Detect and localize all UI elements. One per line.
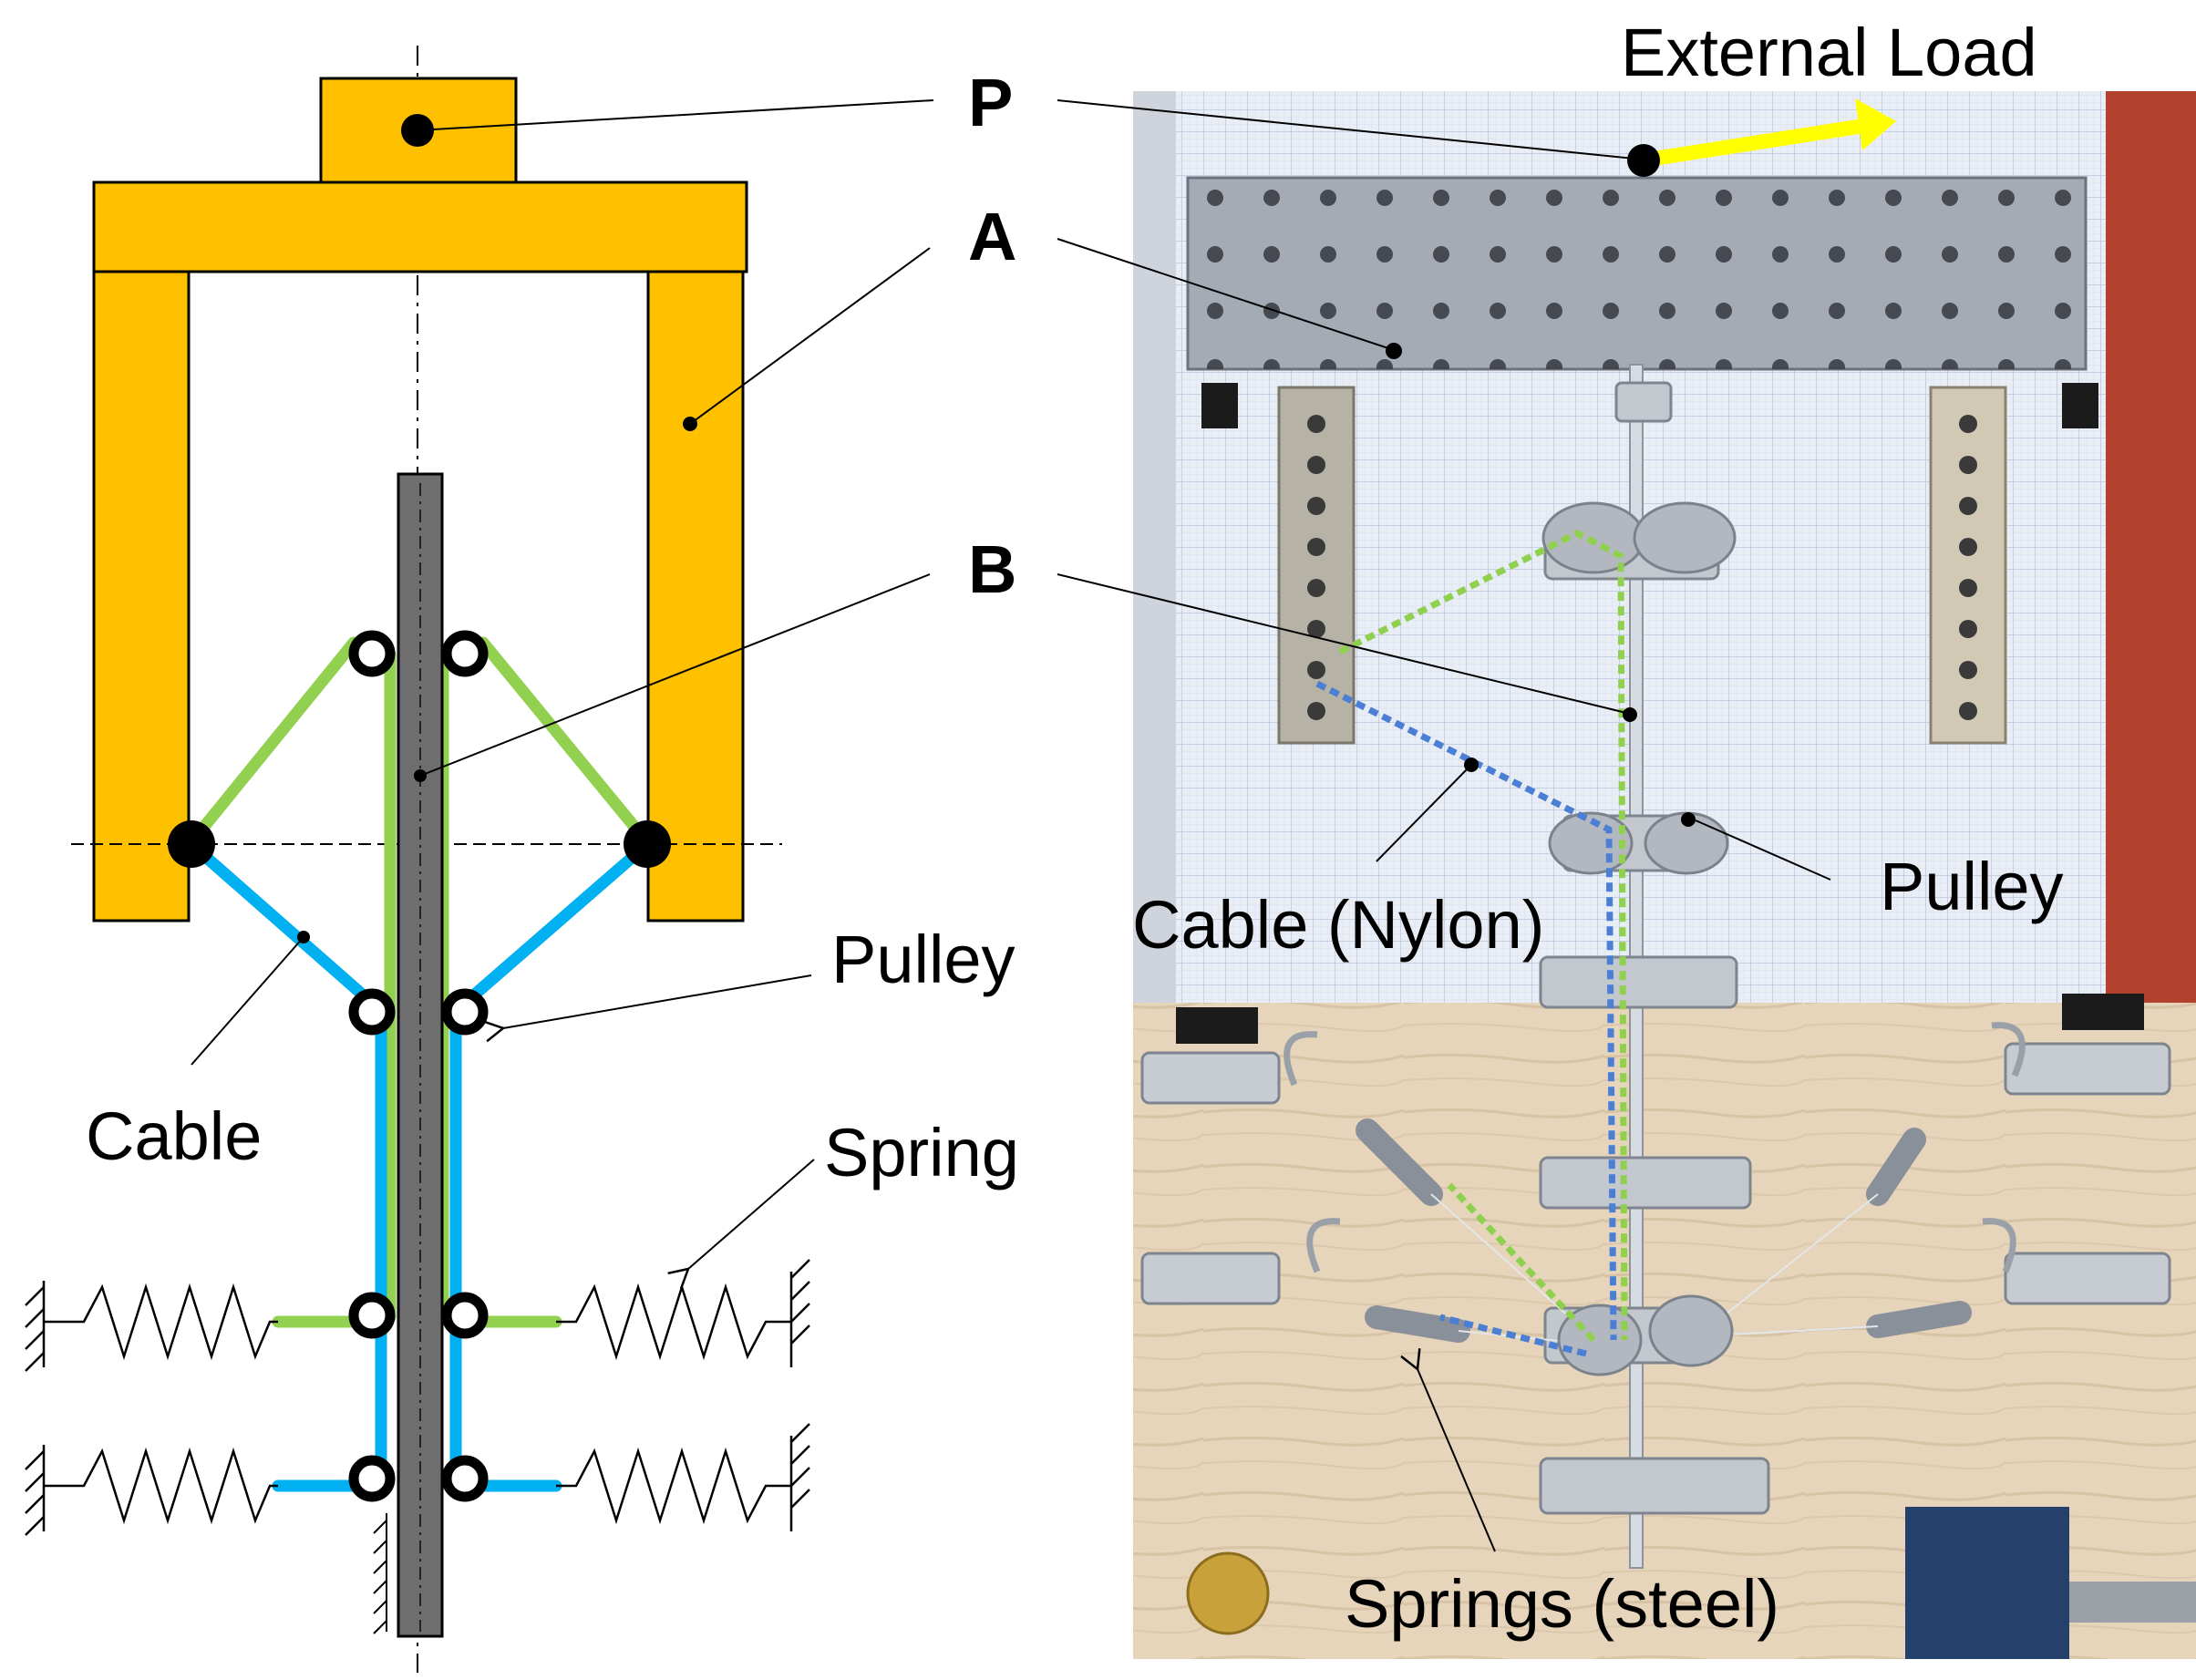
spring-icon bbox=[556, 1283, 791, 1361]
label-p: P bbox=[968, 65, 1013, 140]
left-strip bbox=[1277, 386, 1356, 745]
photo-panel bbox=[1133, 91, 2196, 1659]
pulley-icon bbox=[441, 1292, 489, 1339]
spring-icon bbox=[556, 1447, 791, 1525]
label-group: P A B External Load Pulley Pulley Cable … bbox=[86, 15, 2064, 1642]
frame-right-leg bbox=[646, 270, 745, 922]
coin bbox=[1186, 1551, 1270, 1635]
photo-blue-cable bbox=[1315, 680, 1617, 1357]
label-b: B bbox=[968, 531, 1016, 607]
red-wall bbox=[2097, 91, 2196, 1012]
spring-icon bbox=[44, 1447, 278, 1525]
pulley-icon bbox=[441, 988, 489, 1036]
spring-icon bbox=[44, 1283, 278, 1361]
label-springs-steel: Springs (steel) bbox=[1345, 1566, 1779, 1642]
blue-clamp bbox=[1905, 1507, 2069, 1659]
pulley-icon bbox=[441, 630, 489, 677]
pulley-icon bbox=[348, 1455, 396, 1502]
label-a: A bbox=[968, 199, 1016, 274]
frame-left-leg bbox=[92, 270, 191, 922]
label-cable: Cable bbox=[86, 1098, 262, 1174]
schematic-panel bbox=[25, 46, 810, 1673]
frame-body bbox=[92, 77, 748, 922]
frame-crossbar bbox=[92, 180, 748, 273]
spring-group bbox=[44, 1283, 791, 1525]
photo-green-cable bbox=[1338, 530, 1628, 1343]
label-cable-nylon: Cable (Nylon) bbox=[1132, 887, 1544, 963]
pulley-icon bbox=[348, 1292, 396, 1339]
ground-hatch bbox=[373, 1513, 387, 1634]
pulley-icon bbox=[348, 630, 396, 677]
joint-left-icon bbox=[168, 820, 215, 868]
photo-spring-group bbox=[1356, 1118, 1972, 1343]
label-external-load: External Load bbox=[1621, 15, 2037, 90]
external-load-arrowhead-icon bbox=[1855, 98, 1896, 150]
pulley-icon bbox=[441, 1455, 489, 1502]
pulley-icon bbox=[348, 988, 396, 1036]
label-pulley-left: Pulley bbox=[831, 922, 1016, 997]
wall-hatch bbox=[25, 1259, 810, 1536]
hook-bracket-group bbox=[1140, 1042, 2171, 1305]
right-strip bbox=[1929, 386, 2007, 745]
pulley-group bbox=[348, 630, 489, 1502]
external-load-arrow bbox=[1646, 119, 1866, 167]
leader-lines bbox=[191, 99, 1831, 1552]
label-pulley-right: Pulley bbox=[1880, 849, 2064, 924]
joint-right-icon bbox=[624, 820, 671, 868]
label-spring: Spring bbox=[824, 1115, 1019, 1190]
